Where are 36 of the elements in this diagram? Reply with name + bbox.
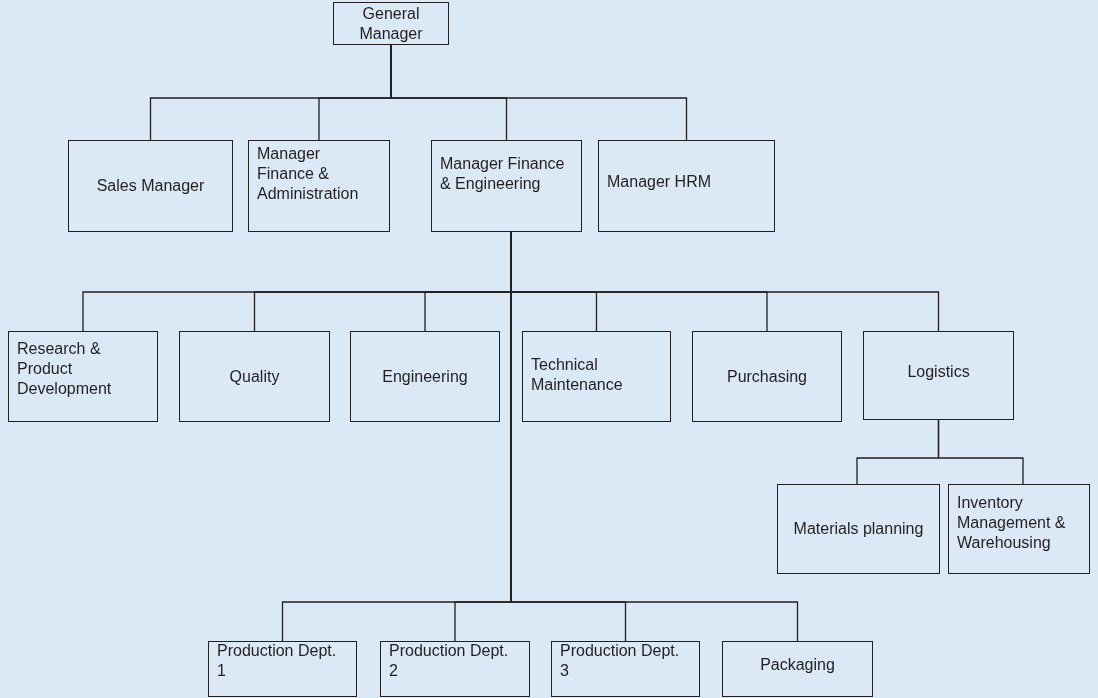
- org-box: [598, 140, 775, 232]
- org-box: [208, 641, 357, 697]
- org-box: [68, 140, 233, 232]
- org-box: [722, 641, 873, 697]
- role-label: Manager HRM: [607, 172, 712, 192]
- connector-line: [937, 419, 1024, 485]
- role-label: Engineering: [382, 366, 468, 387]
- org-box: [179, 331, 330, 422]
- org-box: [522, 331, 671, 422]
- org-box: [948, 484, 1090, 574]
- role-label: Manager Finance & Administration: [257, 144, 360, 204]
- role-label: Sales Manager: [96, 176, 205, 196]
- org-box: [777, 484, 940, 574]
- role-label: Technical Maintenance: [531, 354, 624, 395]
- connector-line: [390, 44, 688, 141]
- org-box: [692, 331, 842, 422]
- org-box: [551, 641, 700, 697]
- role-label: General Manager: [358, 3, 424, 44]
- org-box: [350, 331, 500, 422]
- org-box: [380, 641, 530, 697]
- role-label: Research & Product Development: [17, 338, 113, 399]
- role-label: Production Dept. 2: [389, 641, 510, 681]
- org-box: [248, 140, 390, 232]
- role-label: Logistics: [907, 361, 970, 382]
- role-label: Purchasing: [726, 366, 807, 387]
- role-label: Production Dept. 1: [217, 641, 338, 681]
- role-label: Production Dept. 3: [560, 641, 681, 681]
- role-label: Packaging: [760, 655, 835, 675]
- org-box: [863, 331, 1014, 420]
- org-box: [8, 331, 158, 422]
- role-label: Materials planning: [793, 519, 924, 539]
- role-label: Inventory Management & Warehousing: [957, 493, 1067, 553]
- role-label: Manager Finance & Engineering: [440, 154, 566, 194]
- role-label: Quality: [229, 366, 280, 387]
- org-box: [333, 2, 449, 45]
- org-box: [431, 140, 582, 232]
